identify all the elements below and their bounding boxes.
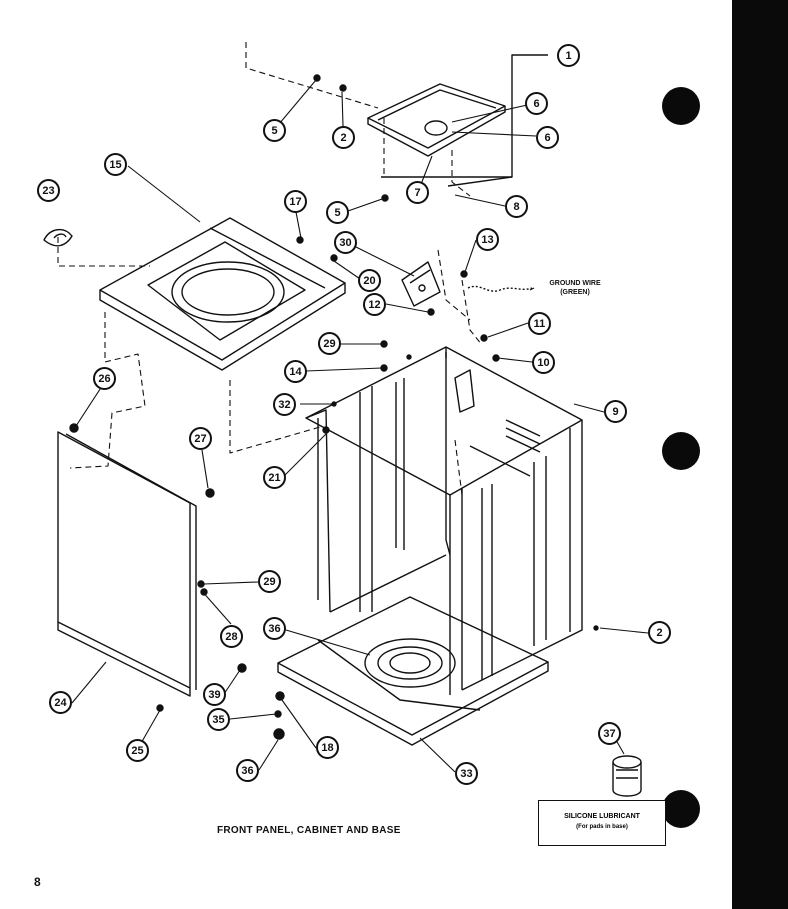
callout-13: 13 [476, 228, 499, 251]
top-panel-part-15 [99, 217, 346, 371]
binder-hole-top [662, 87, 700, 125]
lubricant-note: (For pads in base) [576, 824, 628, 830]
callout-36: 36 [236, 759, 259, 782]
callout-12: 12 [363, 293, 386, 316]
callout-6: 6 [536, 126, 559, 149]
callout-29: 29 [258, 570, 281, 593]
callout-26: 26 [93, 367, 116, 390]
knob-part-23 [43, 229, 73, 247]
base-part-33 [277, 596, 549, 746]
callout-8: 8 [505, 195, 528, 218]
callout-25: 25 [126, 739, 149, 762]
lubricant-jar-part-37 [612, 755, 642, 797]
alignment-dashes [57, 42, 483, 496]
figure-caption: FRONT PANEL, CABINET AND BASE [217, 825, 401, 836]
callout-23: 23 [37, 179, 60, 202]
callout-36: 36 [263, 617, 286, 640]
ground-wire-label: GROUND WIRE (GREEN) [532, 280, 618, 296]
callout-28: 28 [220, 625, 243, 648]
callout-32: 32 [273, 393, 296, 416]
bracket-part-30 [401, 261, 441, 307]
leader-lines [71, 54, 649, 773]
callout-7: 7 [406, 181, 429, 204]
cabinet-part-9 [305, 346, 583, 695]
lubricant-note-box: SILICONE LUBRICANT (For pads in base) [538, 800, 666, 846]
callout-17: 17 [284, 190, 307, 213]
callout-30: 30 [334, 231, 357, 254]
callout-24: 24 [49, 691, 72, 714]
callout-1: 1 [557, 44, 580, 67]
callout-11: 11 [528, 312, 551, 335]
callout-27: 27 [189, 427, 212, 450]
callout-5: 5 [263, 119, 286, 142]
binder-hole-middle [662, 432, 700, 470]
page-number: 8 [34, 875, 41, 889]
callout-2: 2 [332, 126, 355, 149]
fasteners [69, 74, 599, 740]
callout-29: 29 [318, 332, 341, 355]
callout-9: 9 [604, 400, 627, 423]
callout-37: 37 [598, 722, 621, 745]
callout-2: 2 [648, 621, 671, 644]
callout-5: 5 [326, 201, 349, 224]
ground-wire-label-line1: GROUND WIRE [549, 280, 601, 287]
callout-20: 20 [358, 269, 381, 292]
callout-21: 21 [263, 466, 286, 489]
callout-35: 35 [207, 708, 230, 731]
lubricant-title: SILICONE LUBRICANT [564, 813, 640, 820]
binder-hole-bottom [662, 790, 700, 828]
callout-10: 10 [532, 351, 555, 374]
binder-edge [732, 0, 788, 909]
callout-14: 14 [284, 360, 307, 383]
callout-33: 33 [455, 762, 478, 785]
ground-wire-label-line2: (GREEN) [560, 289, 590, 296]
callout-6: 6 [525, 92, 548, 115]
callout-39: 39 [203, 683, 226, 706]
top-lid-part-1 [367, 83, 506, 157]
callout-15: 15 [104, 153, 127, 176]
callout-18: 18 [316, 736, 339, 759]
front-panel-part-24 [57, 431, 197, 697]
